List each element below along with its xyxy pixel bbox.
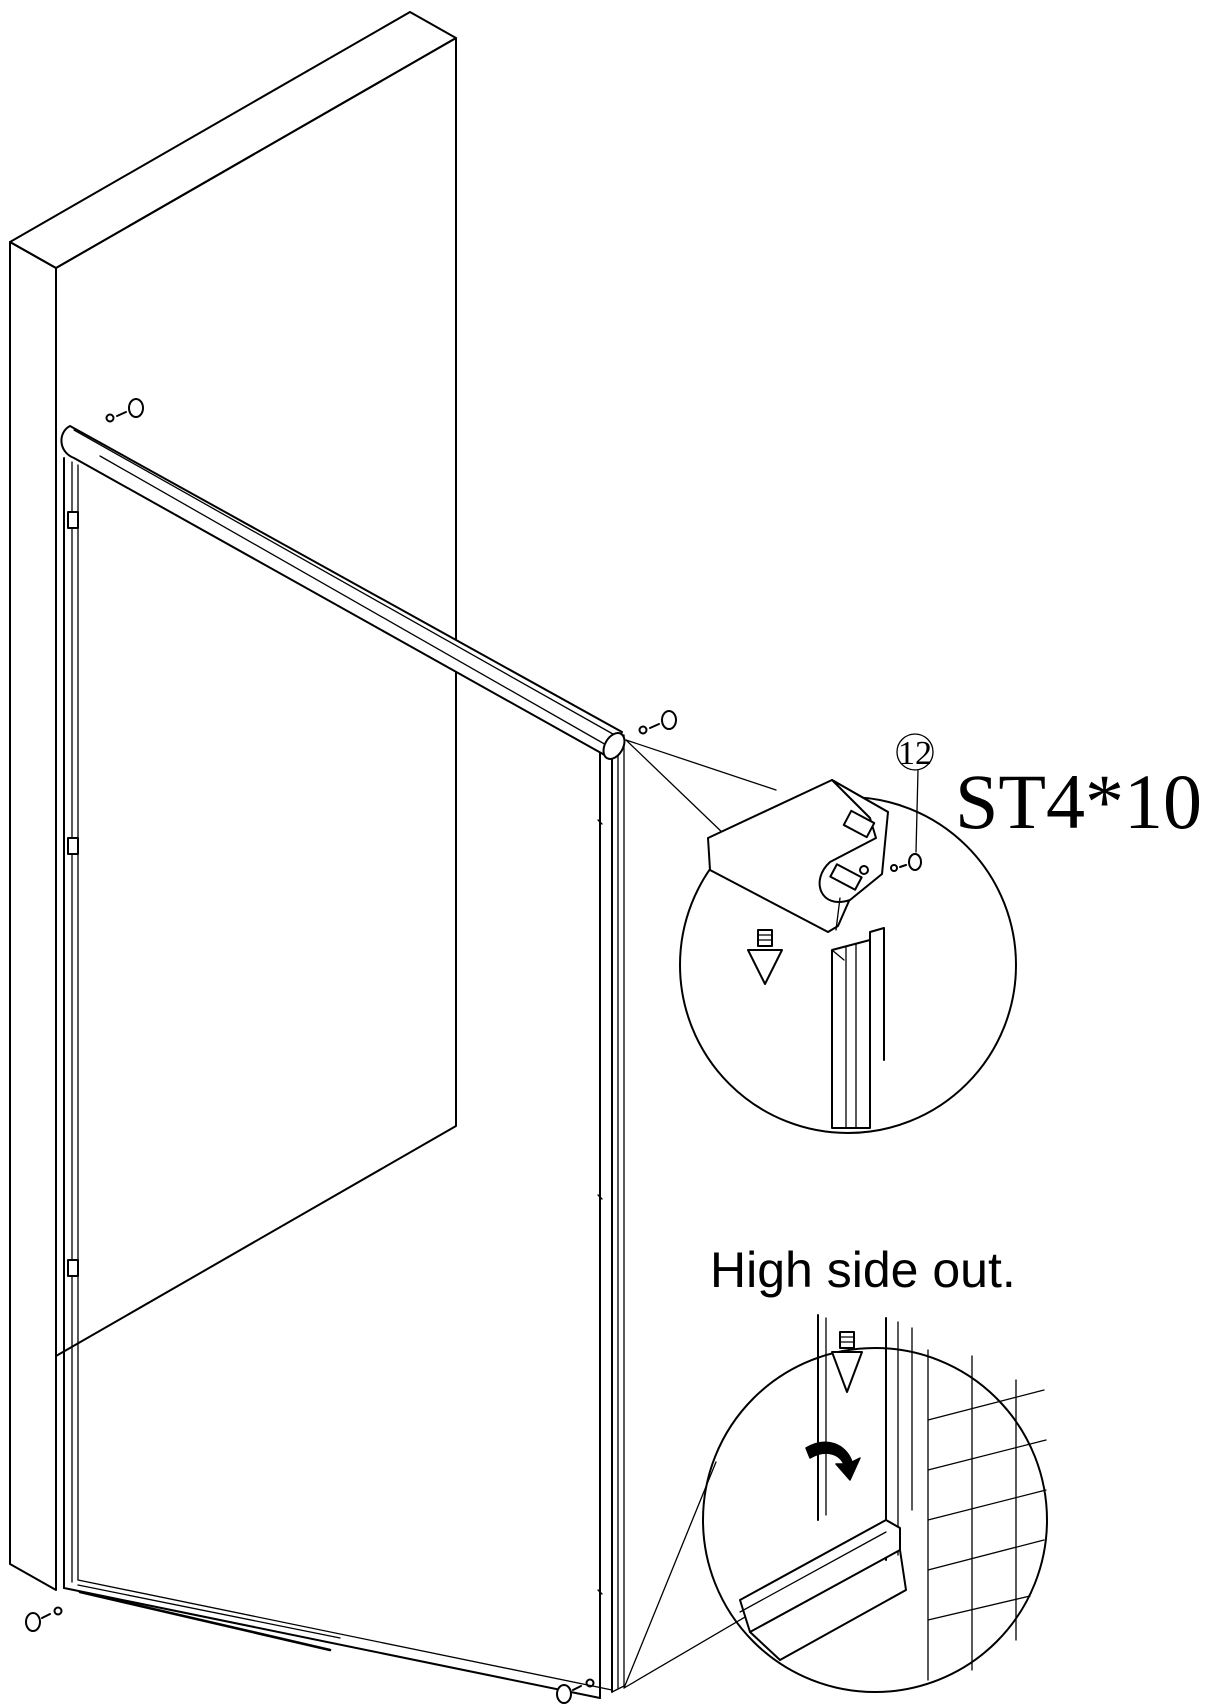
part-number-label: 12 [898, 735, 932, 772]
detail-magnifier-top [625, 739, 1017, 1134]
down-arrow-icon [831, 1331, 863, 1393]
top-rail [60, 425, 626, 760]
wall-panel [9, 11, 457, 1591]
screw-set-top-right [638, 710, 677, 735]
part-leader-line [915, 769, 919, 853]
screw-set-bottom-right [556, 1678, 595, 1704]
detail-magnifier-bottom [623, 1314, 1048, 1693]
down-arrow-icon [747, 929, 783, 985]
screw-spec-label: ST4*10 [955, 758, 1202, 845]
screw-set-top-left [105, 398, 144, 423]
curved-arrow-icon [805, 1441, 861, 1481]
door-frame [63, 457, 625, 1699]
instruction-label: High side out. [710, 1242, 1016, 1298]
screw-set-bottom-left [25, 1606, 63, 1632]
part-number-circle [896, 733, 934, 771]
